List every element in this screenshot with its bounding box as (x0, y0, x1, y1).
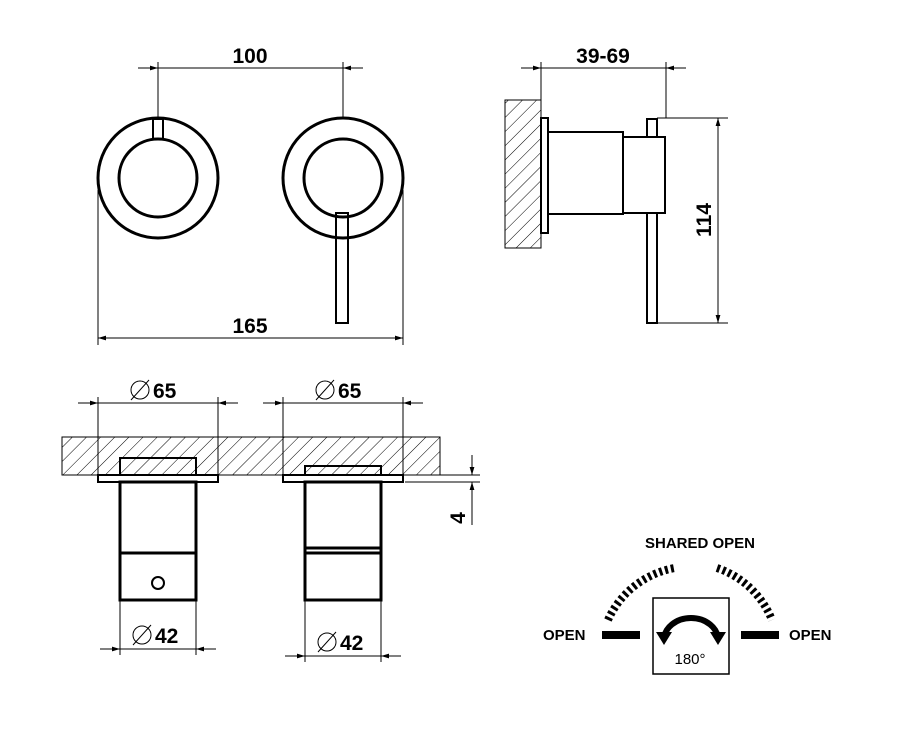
open-bar-right (741, 631, 779, 639)
open-label-right: OPEN (789, 627, 832, 644)
section-view: 65 65 42 (61, 379, 480, 662)
dimension-center-distance: 100 (138, 45, 363, 119)
dimension-label: 100 (232, 45, 267, 68)
left-rosette (96, 116, 220, 240)
dimension-depth: 39-69 (521, 45, 686, 118)
wall-section (504, 99, 542, 249)
dimension-label: 165 (232, 315, 267, 338)
dimension-label: 42 (340, 632, 363, 655)
open-bar-left (602, 631, 640, 639)
dimension-label: 65 (153, 380, 177, 403)
dimension-total-width: 165 (97, 190, 404, 345)
side-view: 39-69 114 (504, 45, 728, 324)
dimension-label: 4 (447, 512, 470, 524)
dimension-body-diameter-left: 42 (100, 600, 216, 655)
dimension-plate-diameter-left: 65 (78, 379, 238, 475)
rotation-arrow-icon (661, 615, 721, 641)
dimension-body-diameter-right: 42 (285, 600, 401, 662)
shared-open-label: SHARED OPEN (645, 535, 755, 552)
dimension-label: 39-69 (576, 45, 630, 68)
rotation-arc-right (715, 564, 776, 622)
right-rosette (281, 116, 405, 324)
rotation-arc-left (604, 564, 676, 622)
dimension-plate-thickness: 4 (405, 455, 480, 525)
dimension-height: 114 (657, 117, 728, 324)
left-body (97, 457, 219, 602)
dimension-label: 42 (155, 625, 178, 648)
dimension-label: 65 (338, 380, 362, 403)
rotation-diagram: SHARED OPEN OPEN OPEN 180° (543, 535, 832, 675)
dimension-plate-diameter-right: 65 (263, 379, 423, 475)
front-view: 100 165 (96, 45, 405, 345)
wall-section (61, 436, 441, 476)
right-body (282, 465, 404, 602)
dimension-label: 114 (693, 203, 716, 237)
open-label-left: OPEN (543, 627, 586, 644)
angle-label: 180° (674, 651, 705, 668)
